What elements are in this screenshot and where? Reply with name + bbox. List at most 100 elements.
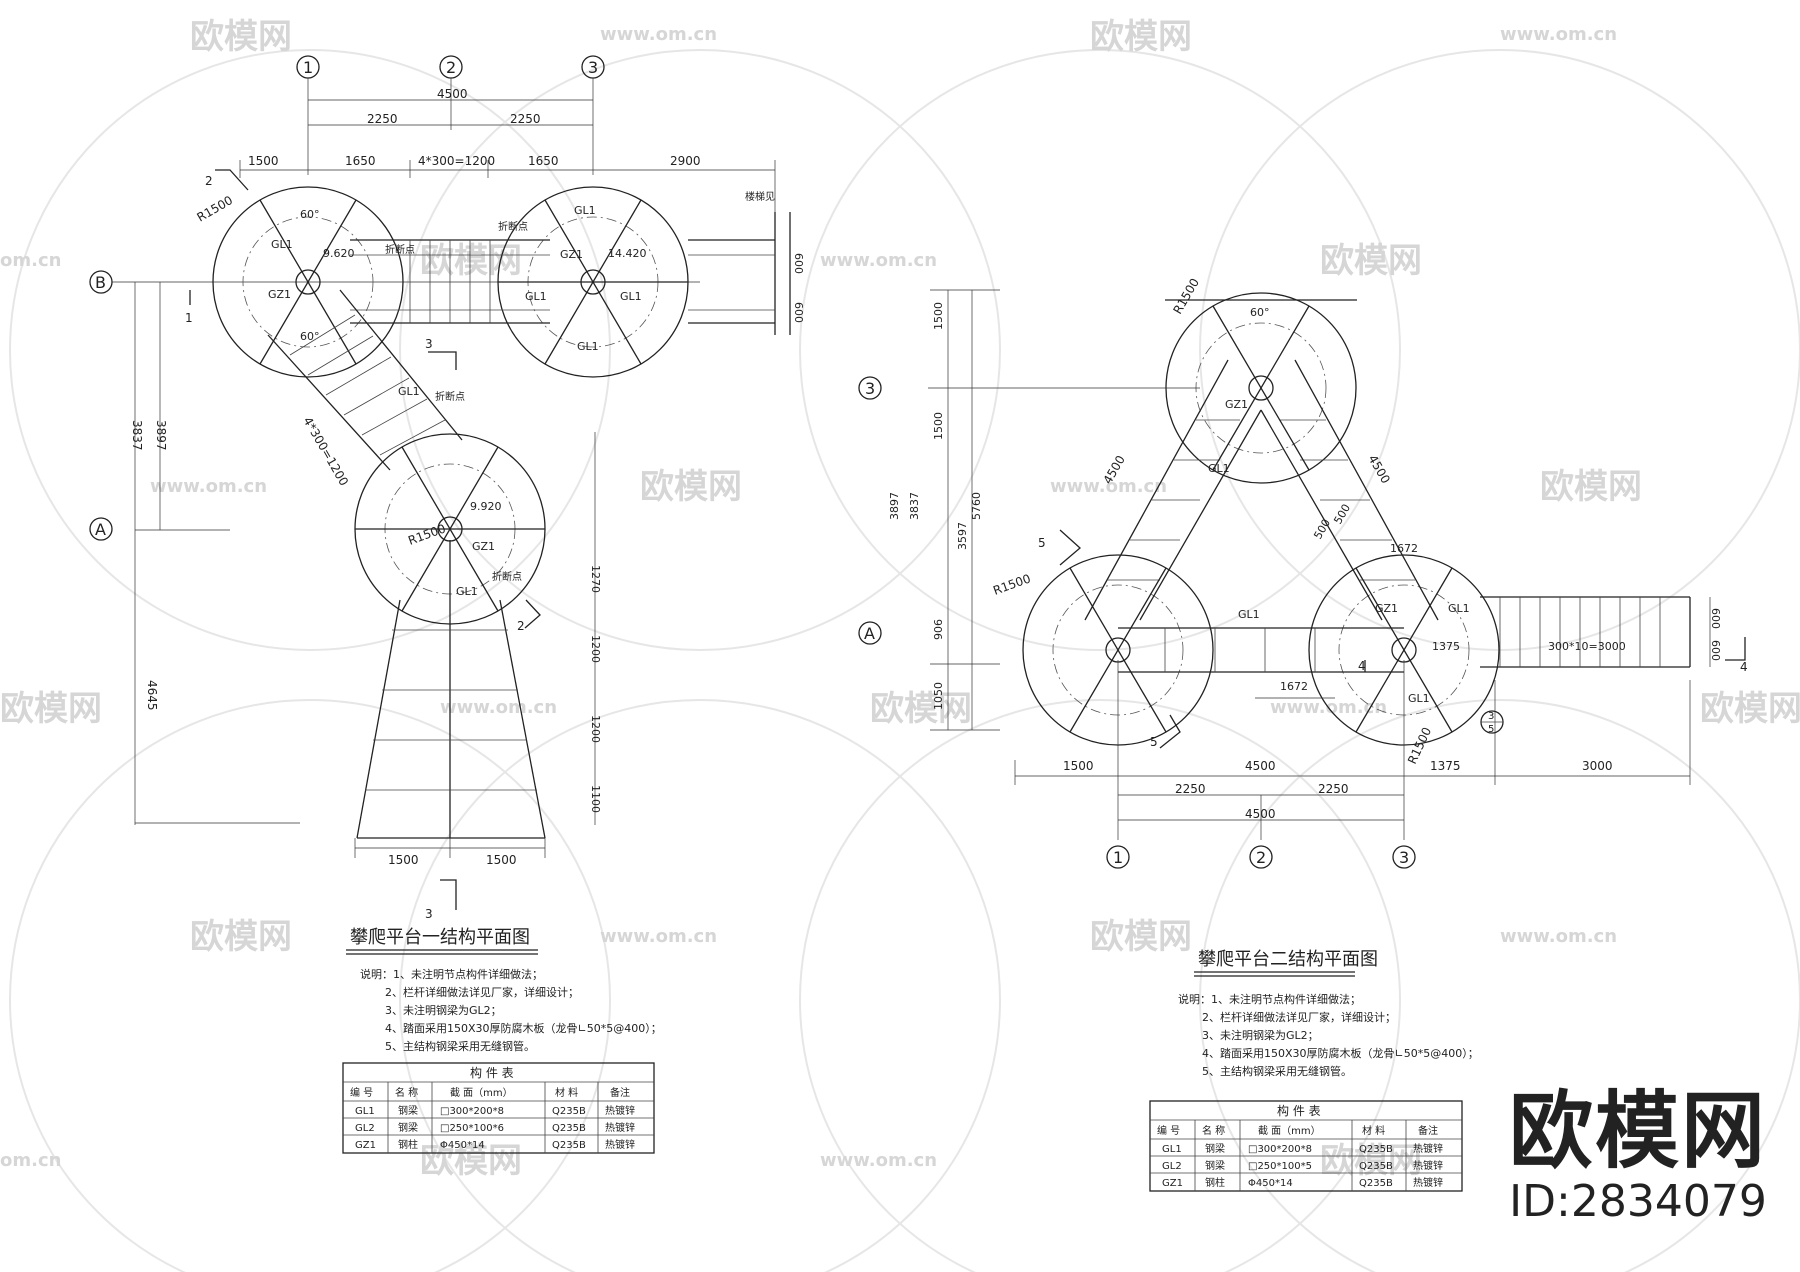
dimension-text: 600 <box>1709 640 1722 661</box>
axis-label: 2 <box>1256 848 1266 867</box>
member-label: GL1 <box>1448 602 1470 615</box>
watermark-url: om.cn <box>0 250 61 271</box>
table-cell: GL2 <box>1162 1161 1182 1172</box>
table-title: 构 件 表 <box>1277 1103 1321 1118</box>
watermark-brand: 欧模网 <box>420 241 522 281</box>
cut-label: 5 <box>1038 536 1046 550</box>
dimension-text: 600 <box>792 302 805 323</box>
watermark-url: www.om.cn <box>1050 476 1167 497</box>
note-label: 折断点 <box>498 220 528 233</box>
table-header: 材 料 <box>1362 1124 1385 1137</box>
detail-label: 3 <box>1488 711 1494 722</box>
angle-label: 60° <box>300 208 320 221</box>
watermark-brand: 欧模网 <box>640 467 742 507</box>
dimension-text: 1050 <box>932 682 945 710</box>
note-line: 5、主结构钢梁采用无缝钢管。 <box>385 1039 535 1053</box>
axis-label: 1 <box>303 58 313 77</box>
dimension-text: 1200 <box>589 635 602 663</box>
table-cell: □300*200*8 <box>440 1106 504 1117</box>
model-id: ID:2834079 <box>1509 1176 1767 1227</box>
axis-label: A <box>95 520 106 539</box>
dimension-text: 3837 <box>130 420 144 451</box>
axis-label: 1 <box>1113 848 1123 867</box>
table-cell: GL1 <box>355 1106 375 1117</box>
note-label: 楼梯见 <box>745 190 775 203</box>
table-header: 备注 <box>610 1086 630 1099</box>
axis-bubble <box>858 621 882 645</box>
table-header: 名 称 <box>1202 1124 1225 1137</box>
dimension-text: 2250 <box>1318 782 1349 796</box>
watermark-brand: 欧模网 <box>190 917 292 957</box>
platform-circle <box>212 186 404 378</box>
table-cell: 热镀锌 <box>605 1138 635 1151</box>
platform-inner-circle <box>242 216 374 348</box>
watermark-layer: 欧模网 欧模网 www.om.cn www.om.cn 欧模网 欧模网 om.c… <box>0 17 1800 1272</box>
note-line: 说明：1、未注明节点构件详细做法； <box>360 967 543 981</box>
note-label: 折断点 <box>492 570 522 583</box>
drawing-title: 攀爬平台一结构平面图 <box>350 927 530 948</box>
watermark-brand: 欧模网 <box>1090 917 1192 957</box>
dimension-text: 1100 <box>589 785 602 813</box>
table-cell: 热镀锌 <box>605 1104 635 1117</box>
dimension-text: 4500 <box>437 87 468 101</box>
note-line: 5、主结构钢梁采用无缝钢管。 <box>1202 1064 1352 1078</box>
table-header: 编 号 <box>350 1086 373 1099</box>
table-cell: □250*100*5 <box>1248 1161 1312 1172</box>
watermark-brand: 欧模网 <box>1320 241 1422 281</box>
note-line: 3、未注明钢梁为GL2； <box>1202 1028 1319 1042</box>
brand-name: 欧模网 <box>1508 1082 1767 1180</box>
table-cell: GL1 <box>1162 1144 1182 1155</box>
table-cell: 热镀锌 <box>1413 1142 1443 1155</box>
table-cell: Q235B <box>1359 1161 1393 1172</box>
column-gz1 <box>295 269 321 295</box>
member-label: GZ1 <box>472 540 495 553</box>
table-cell: 热镀锌 <box>605 1121 635 1134</box>
member-label: GL1 <box>1408 692 1430 705</box>
table-cell: Q235B <box>552 1123 586 1134</box>
dimension-text: 1500 <box>1063 759 1094 773</box>
watermark-brand: 欧模网 <box>1320 1141 1422 1181</box>
cut-label: 2 <box>517 619 525 633</box>
note-line: 说明：1、未注明节点构件详细做法； <box>1178 992 1361 1006</box>
member-label: GL1 <box>525 290 547 303</box>
dimension-text: 300*10=3000 <box>1548 640 1626 653</box>
plan2-annotation: 攀爬平台二结构平面图 说明：1、未注明节点构件详细做法； 2、栏杆详细做法详见厂… <box>1149 949 1479 1192</box>
axis-label: A <box>864 624 875 643</box>
elevation-label: 14.420 <box>608 247 647 260</box>
table-cell: GZ1 <box>355 1140 376 1151</box>
axis-bubble <box>1249 845 1273 869</box>
note-line: 3、未注明钢梁为GL2； <box>385 1003 502 1017</box>
watermark-url: www.om.cn <box>600 24 717 45</box>
dimension-text: 1375 <box>1430 759 1461 773</box>
watermark-brand: 欧模网 <box>190 17 292 57</box>
axis-label: 3 <box>865 379 875 398</box>
cut-label: 4 <box>1740 660 1748 674</box>
watermark-url: om.cn <box>0 1150 61 1171</box>
axis-bubble <box>1392 845 1416 869</box>
note-line: 2、栏杆详细做法详见厂家，详细设计； <box>385 985 579 999</box>
dimension-text: 600 <box>1709 608 1722 629</box>
member-label: GL1 <box>398 385 420 398</box>
axis-label: B <box>95 273 106 292</box>
column-gz1 <box>1248 375 1274 401</box>
member-label: GL1 <box>574 204 596 217</box>
note-line: 4、踏面采用150X30厚防腐木板（龙骨∟50*5@400）； <box>1202 1046 1479 1060</box>
dimension-text: 600 <box>792 253 805 274</box>
member-label: GZ1 <box>560 248 583 261</box>
watermark-brand: 欧模网 <box>420 1141 522 1181</box>
dimension-text: 2250 <box>1175 782 1206 796</box>
table-cell: 钢梁 <box>1205 1142 1225 1155</box>
table-cell: 钢梁 <box>398 1104 418 1117</box>
table-cell: 钢柱 <box>398 1138 418 1151</box>
cut-label: 3 <box>425 337 433 351</box>
note-line: 4、踏面采用150X30厚防腐木板（龙骨∟50*5@400）； <box>385 1021 662 1035</box>
dimension-text: 2900 <box>670 154 701 168</box>
dimension-text: 2250 <box>367 112 398 126</box>
dimension-text: 3597 <box>956 522 969 550</box>
table-cell: Q235B <box>552 1140 586 1151</box>
dimension-text: 500 <box>1331 502 1353 527</box>
table-cell: Φ450*14 <box>440 1140 485 1151</box>
member-label: GL1 <box>1238 608 1260 621</box>
table-header: 截 面（mm） <box>450 1086 513 1099</box>
